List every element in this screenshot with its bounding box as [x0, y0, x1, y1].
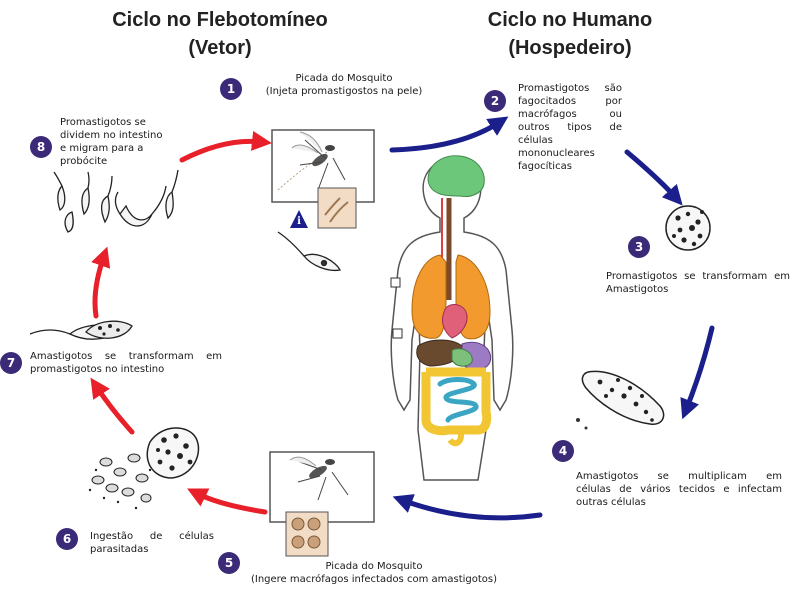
step-2-line3: macrófagos ou	[518, 109, 622, 120]
step-1-badge: 1	[220, 78, 242, 100]
step-5-line2: (Ingere macrófagos infectados com amasti…	[250, 574, 498, 585]
sandfly-bite-panel-top	[271, 129, 375, 229]
step-2-line1: Promastigotos são	[518, 83, 622, 94]
host-cycle-title-line2: (Hospedeiro)	[508, 37, 632, 59]
heart-organ	[441, 304, 468, 339]
host-cycle-arrows	[389, 116, 715, 521]
step-8-line3: e migram para a	[60, 143, 144, 154]
info-icon: i	[297, 216, 301, 227]
step-8-line2: dividem no intestino	[60, 130, 163, 141]
arrow-6-to-7	[90, 377, 135, 435]
step-4-text: Amastigotos se multiplicam em células de…	[576, 470, 782, 509]
step-7-line1: Amastigotos se transformam em	[30, 351, 222, 362]
host-cycle-title: Ciclo no Humano (Hospedeiro)	[460, 6, 680, 62]
step-8-badge: 8	[30, 136, 52, 158]
step-3-line2: Amastigotos	[606, 284, 669, 295]
step-6-text: Ingestão de células parasitadas	[90, 530, 214, 556]
warning-triangle-icon	[290, 210, 308, 228]
step-4-line1: Amastigotos se multiplicam em	[576, 471, 782, 482]
step-1-line1: Picada do Mosquito	[295, 73, 393, 84]
step-4-badge: 4	[552, 440, 574, 462]
brain-organ	[427, 155, 485, 197]
arrow-7-to-8	[91, 246, 111, 319]
step-1-text: Picada do Mosquito (Injeta promastigosto…	[244, 72, 444, 98]
step-7-text: Amastigotos se transformam em promastigo…	[30, 350, 222, 376]
step-8-line4: probócite	[60, 156, 108, 167]
promastigotes-dividing-drawing	[53, 169, 179, 233]
step-8-line1: Promastigotos se	[60, 117, 146, 128]
small-intestine-organ	[437, 377, 479, 423]
step-8-text: Promastigotos se dividem no intestino e …	[60, 116, 200, 168]
amastigote-to-promastigote-drawing	[29, 320, 133, 340]
step-4-line3: outras células	[576, 497, 646, 508]
step-7-line2: promastigotos no intestino	[30, 364, 165, 375]
step-1-line2: (Injeta promastigostos na pele)	[265, 86, 423, 97]
large-intestine-organ	[421, 367, 492, 447]
step-3-line1: Promastigotos se transformam em	[606, 271, 790, 282]
sandfly-bite-panel-bottom	[269, 451, 375, 557]
step-6-line1: Ingestão de células	[90, 531, 214, 542]
step-2-line2: fagocitados por	[518, 96, 622, 107]
host-cycle-title-line1: Ciclo no Humano	[487, 9, 653, 31]
vector-cycle-arrows	[90, 130, 272, 515]
arrow-2-to-3	[624, 149, 683, 206]
step-3-badge: 3	[628, 236, 650, 258]
step-6-line2: parasitadas	[90, 544, 149, 555]
arrow-3-to-4	[680, 325, 715, 420]
step-7-badge: 7	[0, 352, 22, 374]
step-2-text: Promastigotos são fagocitados por macróf…	[518, 82, 622, 173]
arrow-8-to-1	[179, 130, 272, 163]
step-5-line1: Picada do Mosquito	[325, 561, 423, 572]
step-2-line5: células	[518, 135, 553, 146]
step-2-badge: 2	[484, 90, 506, 112]
step-2-line6: mononucleares	[518, 148, 595, 159]
arrow-1-to-2	[389, 116, 509, 153]
step-5-badge: 5	[218, 552, 240, 574]
parasitized-cells-drawing	[88, 427, 200, 510]
tissue-cell-infected-drawing	[576, 370, 665, 430]
vector-cycle-title: Ciclo no Flebotomíneo (Vetor)	[100, 6, 340, 62]
stomach-organ	[451, 341, 492, 371]
step-3-text: Promastigotos se transformam em Amastigo…	[606, 270, 790, 296]
macrophage-infected-drawing	[665, 205, 711, 251]
arrow-5-to-6	[187, 488, 268, 515]
arrow-4-to-5	[392, 494, 543, 521]
step-2-line7: fagocíticas	[518, 161, 572, 172]
promastigote-free-drawing	[277, 231, 341, 272]
step-6-badge: 6	[56, 528, 78, 550]
vector-cycle-title-line2: (Vetor)	[188, 37, 252, 59]
step-4-line2: células de vários tecidos e infectam	[576, 484, 782, 495]
step-5-text: Picada do Mosquito (Ingere macrófagos in…	[244, 560, 504, 586]
vector-cycle-title-line1: Ciclo no Flebotomíneo	[112, 9, 328, 31]
step-2-line4: outros tipos de	[518, 122, 622, 133]
